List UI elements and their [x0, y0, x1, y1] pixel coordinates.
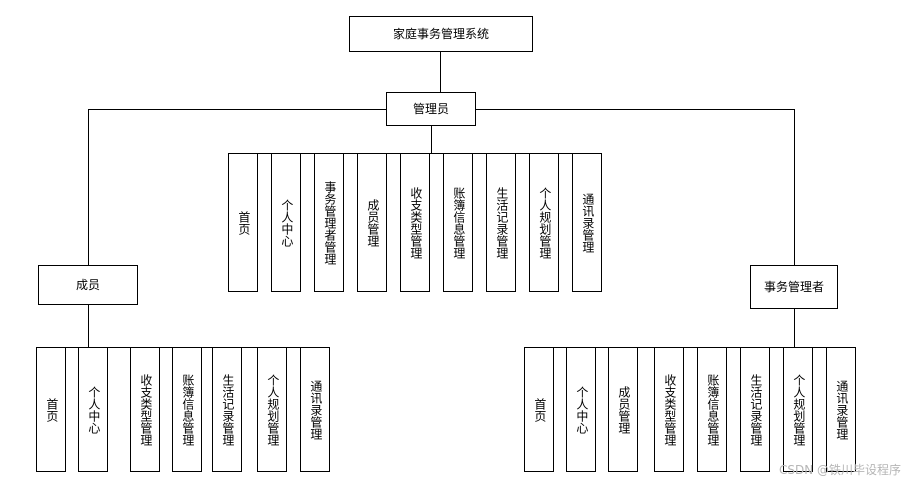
node-member-child: 收支类型管理 [130, 347, 160, 472]
node-label: 账簿信息管理 [180, 373, 195, 446]
node-label: 事务管理者管理 [322, 180, 337, 265]
node-label: 生活记录管理 [494, 186, 509, 259]
node-label: 个人中心 [86, 385, 101, 434]
node-affairs-child: 收支类型管理 [654, 347, 684, 472]
node-role-admin: 管理员 [386, 92, 476, 126]
node-admin-child: 成员管理 [357, 153, 387, 292]
connector-member-drop [88, 305, 89, 347]
node-member-child: 首页 [36, 347, 66, 472]
node-admin-child: 生活记录管理 [486, 153, 516, 292]
node-admin-child: 收支类型管理 [400, 153, 430, 292]
node-label: 个人规划管理 [537, 186, 552, 259]
node-label: 账簿信息管理 [451, 186, 466, 259]
connector-affairs-childbus [539, 347, 841, 348]
node-label: 成员管理 [365, 198, 380, 247]
connector-bus-affairs [794, 109, 795, 265]
node-member-child: 账簿信息管理 [172, 347, 202, 472]
node-label: 通讯录管理 [308, 379, 323, 440]
node-system-title: 家庭事务管理系统 [349, 16, 533, 52]
node-label: 家庭事务管理系统 [392, 26, 489, 41]
node-label: 收支类型管理 [138, 373, 153, 446]
node-label: 通讯录管理 [580, 192, 595, 253]
node-admin-child: 首页 [228, 153, 258, 292]
node-label: 首页 [532, 397, 547, 422]
node-admin-child: 账簿信息管理 [443, 153, 473, 292]
node-label: 账簿信息管理 [705, 373, 720, 446]
connector-admin-drop [431, 126, 432, 153]
node-affairs-child: 账簿信息管理 [697, 347, 727, 472]
node-label: 管理员 [412, 101, 449, 116]
node-admin-child: 个人规划管理 [529, 153, 559, 292]
node-affairs-child: 首页 [524, 347, 554, 472]
node-affairs-child: 成员管理 [608, 347, 638, 472]
node-label: 通讯录管理 [834, 379, 849, 440]
node-label: 生活记录管理 [748, 373, 763, 446]
node-label: 个人中心 [574, 385, 589, 434]
node-label: 个人规划管理 [791, 373, 806, 446]
node-label: 成员 [75, 277, 100, 292]
node-member-child: 个人规划管理 [257, 347, 287, 472]
node-member-child: 生活记录管理 [212, 347, 242, 472]
node-member-child: 个人中心 [78, 347, 108, 472]
connector-bus-member [88, 109, 89, 265]
node-label: 个人规划管理 [265, 373, 280, 446]
node-affairs-child: 通讯录管理 [826, 347, 856, 472]
connector-title-admin [440, 52, 441, 92]
node-label: 收支类型管理 [408, 186, 423, 259]
node-label: 首页 [44, 397, 59, 422]
node-admin-child: 个人中心 [271, 153, 301, 292]
node-role-affairs-manager: 事务管理者 [750, 265, 838, 309]
node-label: 生活记录管理 [220, 373, 235, 446]
node-affairs-child: 生活记录管理 [740, 347, 770, 472]
node-member-child: 通讯录管理 [300, 347, 330, 472]
node-admin-child: 事务管理者管理 [314, 153, 344, 292]
connector-affairs-drop [794, 309, 795, 347]
node-affairs-child: 个人规划管理 [783, 347, 813, 472]
node-role-member: 成员 [38, 265, 138, 305]
node-admin-child: 通讯录管理 [572, 153, 602, 292]
node-label: 首页 [236, 210, 251, 235]
node-label: 成员管理 [616, 385, 631, 434]
node-label: 事务管理者 [763, 279, 824, 294]
node-label: 个人中心 [279, 198, 294, 247]
node-affairs-child: 个人中心 [566, 347, 596, 472]
node-label: 收支类型管理 [662, 373, 677, 446]
watermark-text: CSDN @铁川毕设程序 [778, 463, 901, 477]
